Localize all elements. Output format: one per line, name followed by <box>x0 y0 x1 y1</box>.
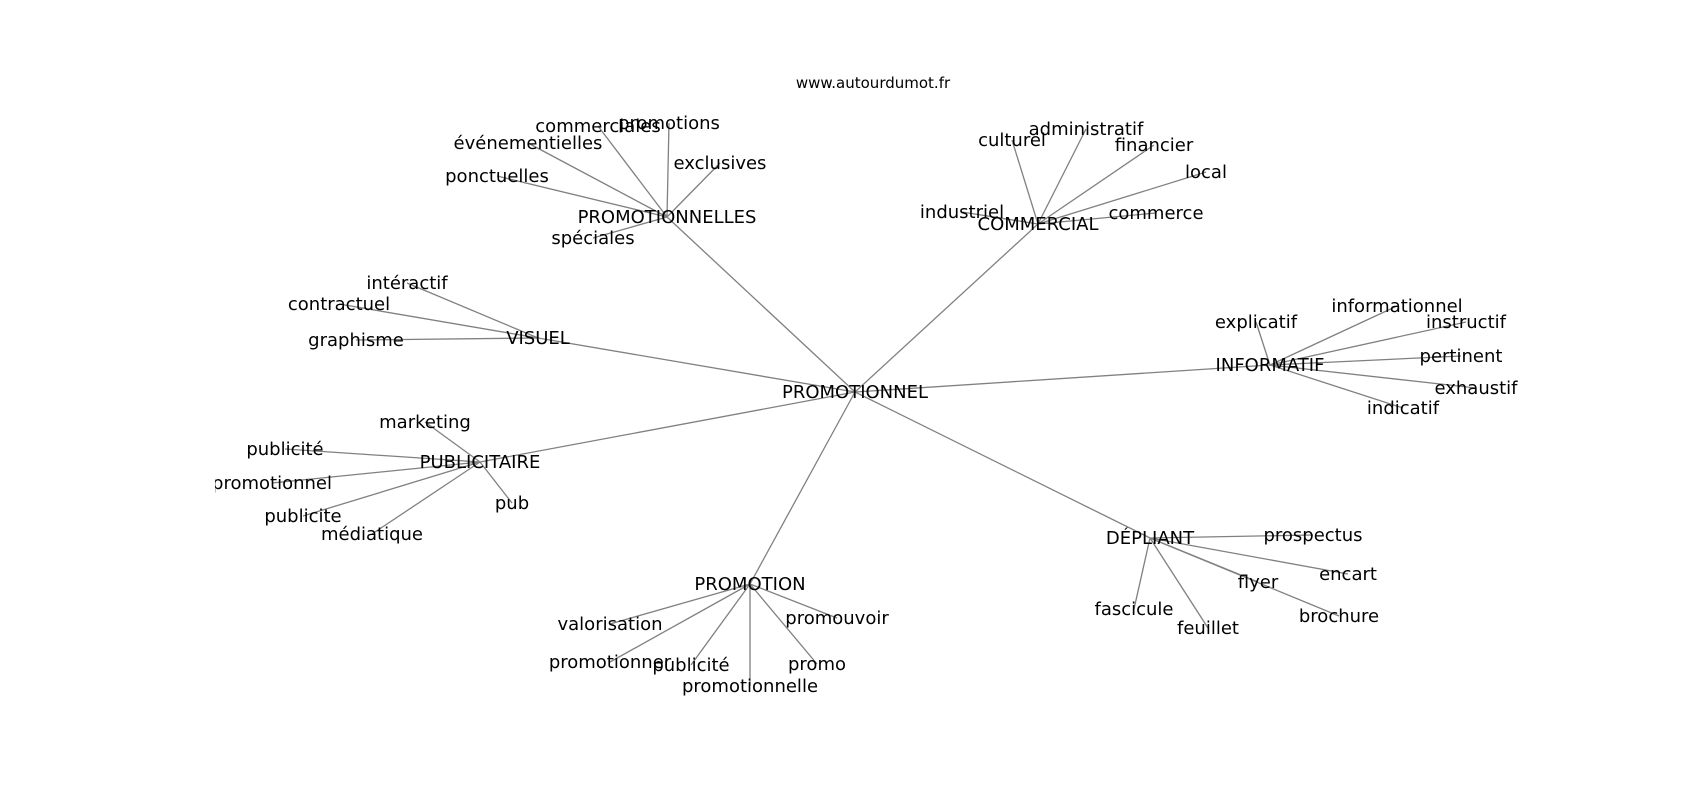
edge-promotionnelles-leaf-0 <box>597 125 668 218</box>
edge-depliant-leaf-1 <box>1149 537 1349 575</box>
leaf-node-informatif-1: informationnel <box>1331 296 1462 317</box>
source-url: www.autourdumot.fr <box>796 74 951 92</box>
edge-promotion-leaf-0 <box>609 583 751 625</box>
leaf-node-depliant-1: encart <box>1319 564 1377 585</box>
hub-node-promotion: PROMOTION <box>694 574 805 595</box>
leaf-node-depliant-3: brochure <box>1299 606 1379 627</box>
leaf-node-informatif-4: exhaustif <box>1434 378 1518 399</box>
edge-commercial-leaf-0 <box>1011 139 1039 225</box>
leaf-node-informatif-5: indicatif <box>1367 398 1440 419</box>
leaf-node-commercial-3: local <box>1185 162 1227 183</box>
edge-promotionnelles-leaf-3 <box>666 162 721 218</box>
edge-promotion-leaf-2 <box>609 583 751 663</box>
leaf-node-promotionnelles-1: promotions <box>618 113 720 134</box>
hub-node-commercial: COMMERCIAL <box>978 214 1099 235</box>
leaf-node-promotionnelles-4: ponctuelles <box>445 166 549 187</box>
leaf-node-publicitaire-1: publicité <box>246 439 323 460</box>
leaf-node-visuel-1: contractuel <box>288 294 390 315</box>
leaf-node-publicitaire-4: médiatique <box>321 524 423 545</box>
edge-commercial-leaf-1 <box>1037 128 1087 225</box>
leaf-node-commercial-5: commerce <box>1108 203 1203 224</box>
leaf-node-commercial-4: industriel <box>920 202 1004 223</box>
hub-node-promotionnelles: PROMOTIONNELLES <box>578 207 757 228</box>
root-node-label: PROMOTIONNEL <box>782 382 928 403</box>
leaf-node-visuel-0: intéractif <box>366 273 448 294</box>
edge-publicitaire-leaf-5 <box>479 461 513 504</box>
leaf-node-depliant-2: flyer <box>1238 572 1279 593</box>
edge-informatif-leaf-3 <box>1269 355 1462 366</box>
leaf-node-commercial-2: financier <box>1115 135 1194 156</box>
edge-depliant-leaf-4 <box>1133 537 1151 610</box>
edge-promotion-leaf-3 <box>690 583 751 666</box>
leaf-node-publicitaire-5: pub <box>495 493 529 514</box>
edge-root-depliant <box>854 391 1151 539</box>
leaf-node-publicitaire-0: marketing <box>379 412 471 433</box>
leaf-node-publicitaire-2: promotionnel <box>212 473 332 494</box>
edge-visuel-leaf-2 <box>355 337 539 341</box>
leaf-node-informatif-0: explicatif <box>1215 312 1298 333</box>
edge-depliant-leaf-5 <box>1149 537 1209 629</box>
leaf-node-promotion-2: promotionner <box>549 652 672 673</box>
hub-node-informatif: INFORMATIF <box>1216 355 1325 376</box>
leaf-node-promotionnelles-2: événementielles <box>454 133 603 154</box>
leaf-node-commercial-1: administratif <box>1029 119 1144 140</box>
leaf-node-promotion-4: promo <box>788 654 846 675</box>
leaf-node-informatif-3: pertinent <box>1420 346 1503 367</box>
edge-root-publicitaire <box>479 391 856 463</box>
leaf-node-depliant-0: prospectus <box>1263 525 1362 546</box>
node-labels: PROMOTIONNELPROMOTIONNELLEScommercialesp… <box>212 113 1518 697</box>
edge-informatif-leaf-1 <box>1269 305 1398 366</box>
edge-visuel-leaf-1 <box>338 303 539 339</box>
edge-promotionnelles-leaf-2 <box>527 142 668 218</box>
leaf-node-promotion-5: promotionnelle <box>682 676 818 697</box>
leaf-node-promotion-3: publicité <box>652 655 729 676</box>
edge-visuel-leaf-0 <box>406 282 539 339</box>
leaf-node-promotionnelles-5: spéciales <box>551 228 634 249</box>
edge-publicitaire-leaf-2 <box>271 461 481 484</box>
edge-commercial-leaf-3 <box>1037 171 1207 225</box>
edge-informatif-leaf-2 <box>1269 321 1467 366</box>
edge-root-commercial <box>854 223 1039 393</box>
edge-promotion-leaf-1 <box>749 583 838 619</box>
edge-publicitaire-leaf-0 <box>424 421 481 463</box>
leaf-node-depliant-5: feuillet <box>1177 618 1239 639</box>
hub-node-visuel: VISUEL <box>506 328 570 349</box>
hub-node-publicitaire: PUBLICITAIRE <box>420 452 541 473</box>
edge-promotionnelles-leaf-1 <box>666 122 670 218</box>
leaf-node-depliant-4: fascicule <box>1094 599 1173 620</box>
edge-promotionnelles-leaf-5 <box>592 216 668 239</box>
leaf-node-promotionnelles-3: exclusives <box>674 153 767 174</box>
edge-depliant-leaf-3 <box>1149 537 1340 617</box>
leaf-node-promotionnelles-0: commerciales <box>535 116 660 137</box>
hub-node-depliant: DÉPLIANT <box>1106 527 1195 549</box>
leaf-node-publicitaire-3: publicite <box>264 506 341 527</box>
edge-root-informatif <box>854 364 1271 393</box>
edge-promotionnelles-leaf-4 <box>496 175 668 218</box>
leaf-node-promotion-0: valorisation <box>558 614 663 635</box>
edge-commercial-leaf-2 <box>1037 144 1155 225</box>
leaf-node-promotion-1: promouvoir <box>785 608 889 629</box>
leaf-node-commercial-0: culturel <box>978 130 1046 151</box>
leaf-node-visuel-2: graphisme <box>308 330 404 351</box>
edge-commercial-leaf-4 <box>961 211 1039 225</box>
edge-publicitaire-leaf-1 <box>284 448 481 463</box>
edge-publicitaire-leaf-4 <box>371 461 481 535</box>
edge-commercial-leaf-5 <box>1037 212 1157 225</box>
edge-depliant-leaf-0 <box>1149 534 1314 539</box>
leaf-node-informatif-2: instructif <box>1426 312 1507 333</box>
edge-informatif-leaf-0 <box>1255 321 1271 366</box>
edge-publicitaire-leaf-3 <box>302 461 481 517</box>
edge-informatif-leaf-5 <box>1269 364 1404 409</box>
edge-promotion-leaf-4 <box>749 583 818 665</box>
edge-root-promotionnelles <box>666 216 856 393</box>
edge-root-promotion <box>749 391 856 585</box>
edge-informatif-leaf-4 <box>1269 364 1477 389</box>
edges <box>271 122 1477 686</box>
edge-root-visuel <box>537 337 856 393</box>
